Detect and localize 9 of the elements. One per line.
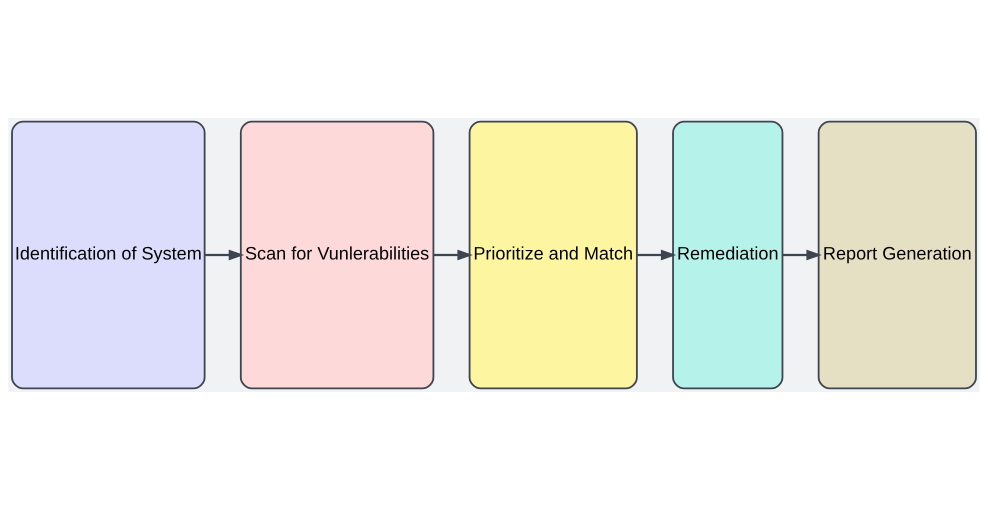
arrow [434, 250, 473, 260]
node-box: Scan for Vunlerabilities [240, 120, 434, 390]
node-box: Remediation [672, 120, 784, 390]
node-box: Identification of System [11, 120, 206, 390]
arrow [782, 250, 822, 260]
arrow [204, 250, 244, 260]
arrow [636, 250, 676, 260]
node-box: Prioritize and Match [468, 120, 638, 390]
node-box: Report Generation [818, 120, 977, 390]
